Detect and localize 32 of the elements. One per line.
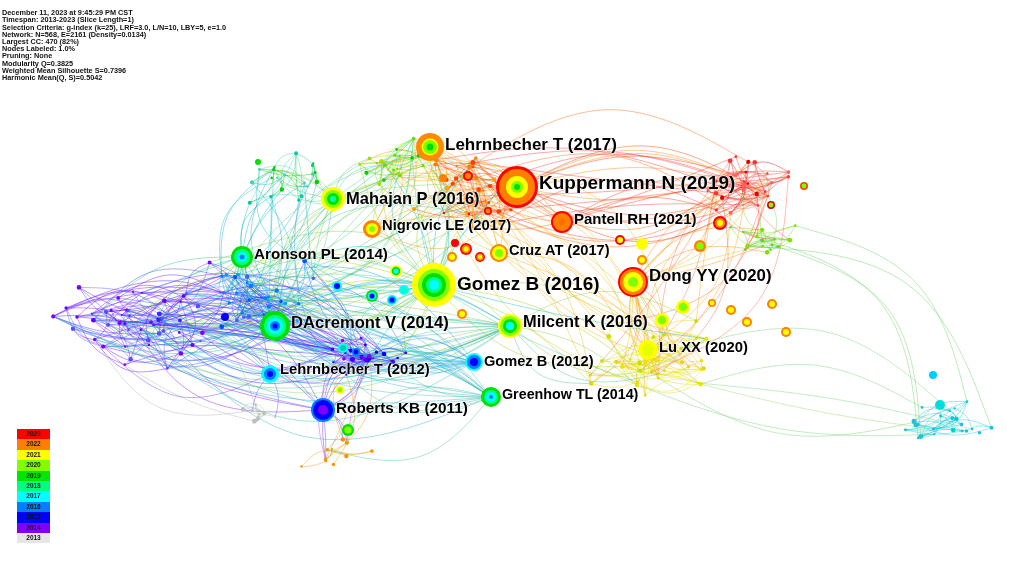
node-label: DAcremont V (2014) — [291, 313, 449, 333]
cited-reference-node — [490, 241, 610, 262]
node-label: Greenhow TL (2014) — [502, 385, 639, 403]
node-label: Mahajan P (2016) — [346, 188, 480, 208]
node-label: Pantell RH (2021) — [574, 210, 697, 228]
cited-reference-node — [618, 265, 772, 297]
cited-reference-node — [498, 311, 648, 338]
node-label: Roberts KB (2011) — [336, 399, 468, 417]
cited-reference-node — [260, 311, 449, 341]
cited-reference-node — [551, 210, 697, 233]
node-label: Nigrovic LE (2017) — [382, 217, 512, 235]
cited-reference-node — [638, 339, 748, 360]
cited-reference-node — [496, 166, 736, 208]
cited-reference-node — [261, 361, 430, 383]
node-label: Aronson PL (2014) — [254, 245, 388, 263]
node-label: Gomez B (2016) — [457, 273, 600, 295]
cited-reference-node — [231, 244, 388, 268]
node-label: Dong YY (2020) — [649, 266, 772, 286]
node-label: Lehrnbecher T (2012) — [280, 361, 430, 379]
node-label: Cruz AT (2017) — [509, 241, 610, 259]
cited-reference-node — [311, 398, 468, 422]
cited-reference-node — [416, 133, 617, 161]
cited-reference-node — [321, 187, 480, 211]
node-label: Lu XX (2020) — [659, 339, 748, 357]
node-label: Milcent K (2016) — [523, 311, 648, 331]
cited-reference-node — [481, 385, 639, 407]
node-label: Gomez B (2012) — [484, 352, 594, 370]
cited-reference-node — [363, 217, 512, 238]
node-label: Kuppermann N (2019) — [539, 172, 736, 194]
cited-reference-node — [465, 352, 594, 371]
node-label: Lehrnbecher T (2017) — [445, 135, 617, 155]
cited-reference-node — [412, 263, 600, 307]
